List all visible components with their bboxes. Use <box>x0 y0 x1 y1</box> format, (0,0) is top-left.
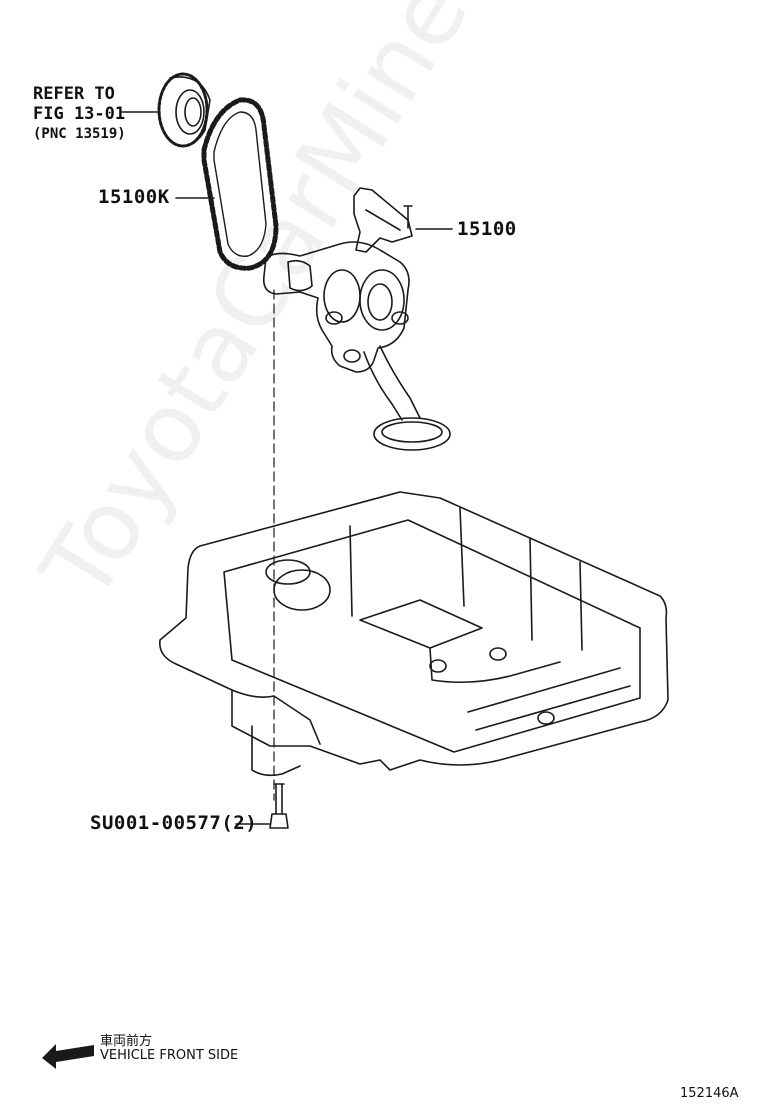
callout-15100[interactable]: 15100 <box>457 218 517 240</box>
oil-pump-drawing <box>262 187 451 451</box>
refer-line-1: REFER TO <box>33 84 115 104</box>
oil-pan-drawing <box>159 491 669 777</box>
front-arrow-icon <box>42 1044 94 1069</box>
drive-chain-drawing <box>201 97 279 271</box>
callout-15100k[interactable]: 15100K <box>98 186 170 208</box>
sprocket-drawing <box>157 72 211 148</box>
figure-number: 152146A <box>680 1086 739 1101</box>
callout-bolt[interactable]: SU001-00577(2) <box>90 812 258 834</box>
front-side-en: VEHICLE FRONT SIDE <box>100 1048 239 1063</box>
bolt-drawing <box>269 783 289 829</box>
front-side-jp: 車両前方 <box>100 1034 153 1049</box>
refer-line-2: FIG 13-01 <box>33 104 126 124</box>
refer-line-3: (PNC 13519) <box>33 126 126 142</box>
